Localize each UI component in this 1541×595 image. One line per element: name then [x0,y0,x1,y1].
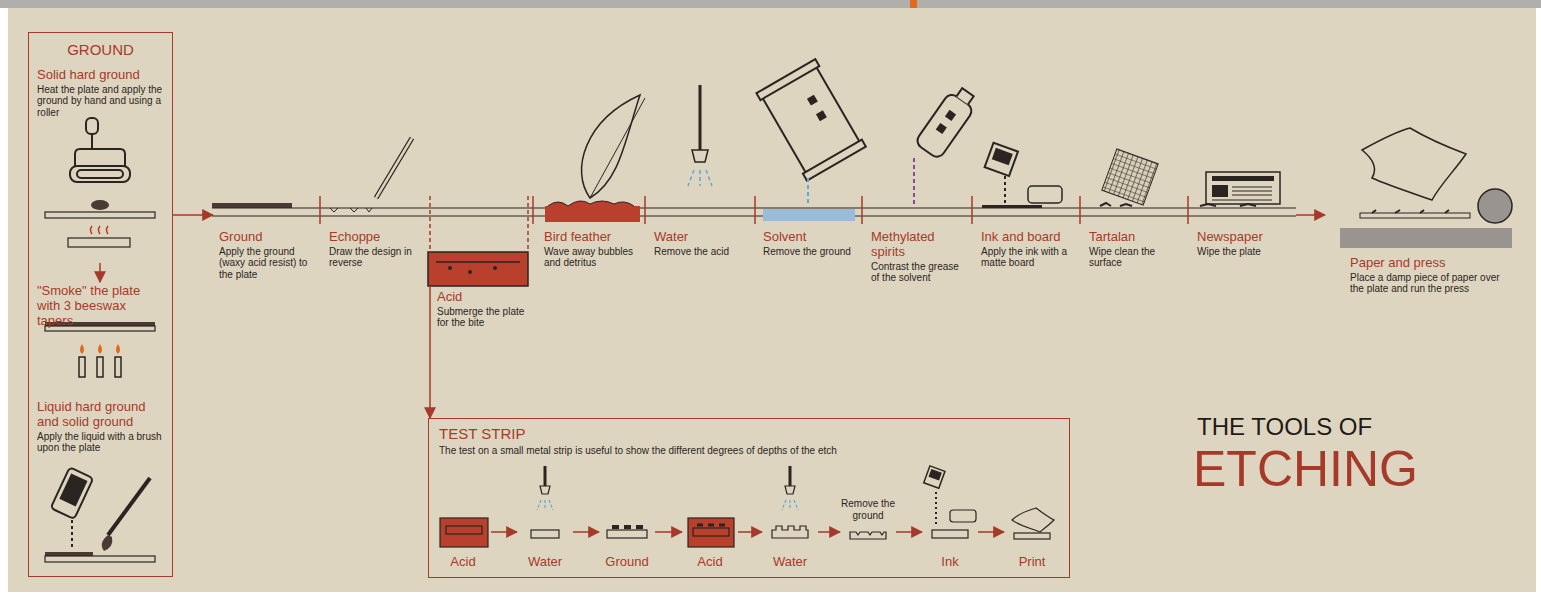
test-step: Water [762,462,818,570]
method-box: Liquid hard ground and solid groundApply… [33,398,168,573]
ground-panel: Solid hard groundHeat the plate and appl… [28,32,173,577]
background [8,8,1536,592]
step-description: Heat the plate and apply the ground by h… [37,84,164,119]
method-box: "Smoke" the plate with 3 beeswax tapers [33,282,168,382]
step-heading: Acid [437,290,529,305]
step-description: Apply the ink with a matte board [981,246,1075,269]
test-step: Ground [599,462,655,570]
top-mark [910,0,917,8]
flow-arrow [173,214,213,216]
flow-arrow [655,531,682,533]
method-box: Solid hard groundHeat the plate and appl… [33,66,168,263]
step-description: Remove the acid [654,246,748,258]
test-step: Water [517,462,573,570]
test-step: Remove the ground [840,462,896,570]
flow-arrow [818,531,840,533]
step-heading: Solid hard ground [37,68,164,83]
title: THE TOOLS OF [1197,413,1372,441]
step-description: Contrast the grease of the solvent [871,261,965,284]
step-description: Apply the ground (waxy acid resist) to t… [219,246,313,281]
process-step: EchoppeDraw the design in reverse [323,200,427,269]
flow-arrow [978,531,1004,533]
flow-arrow [738,531,762,533]
test-step: Ink [922,462,978,570]
step-heading: Ink [922,555,978,570]
flow-arrow [573,531,599,533]
title-word: ETCHING [1193,440,1418,498]
process-step: SolventRemove the ground [757,200,861,257]
step-heading: Newspaper [1197,230,1292,245]
step-heading: Ground [219,230,313,245]
step-heading: Print [1004,555,1060,570]
step-heading: Ink and board [981,230,1075,245]
test-step: Acid [682,462,738,570]
brush-drawing [45,467,155,562]
process-step: Ink and boardApply the ink with a matte … [975,200,1079,269]
echoppe-drawing [376,138,412,198]
top-bar [0,0,1541,8]
step-description: Draw the design in reverse [329,246,423,269]
flow-arrow [1296,214,1325,216]
flow-arrow [896,531,922,533]
process-step: Paper and pressPlace a damp piece of pap… [1325,200,1515,295]
step-heading: Methylated spirits [871,230,965,260]
flow-arrow [429,352,431,418]
roller-drawing [45,118,155,247]
process-step: TartalanWipe clean the surface [1083,200,1187,269]
tartalan-cloth [1100,149,1158,206]
process-step: Bird featherWave away bubbles and detrit… [538,200,642,269]
solvent-can [756,59,865,221]
spirits-bottle [914,84,980,205]
ink-board [982,143,1062,208]
process-step: Methylated spiritsContrast the grease of… [865,200,969,284]
process-step: WaterRemove the acid [648,200,752,257]
step-description: The test on a small metal strip is usefu… [439,445,1059,457]
plate-line [212,196,1296,250]
test-strip-panel: Acid Water Ground Acid Water Remove the groun… [428,418,1070,578]
flow-arrow [491,531,517,533]
step-heading: Acid [682,555,738,570]
step-heading: GROUND [33,41,168,59]
press-drawing [1340,128,1512,248]
step-description: Apply the liquid with a brush upon the p… [37,431,164,454]
step-description: Remove the ground [763,246,857,258]
test-step: Acid [435,462,491,570]
process-step: NewspaperWipe the plate [1191,200,1296,257]
step-heading: Water [654,230,748,245]
acid-bath [428,252,528,352]
newspaper [1200,172,1280,206]
step-heading: Tartalan [1089,230,1183,245]
step-heading: "Smoke" the plate with 3 beeswax tapers [37,284,164,329]
step-heading: Solvent [763,230,857,245]
test-step: Print [1004,462,1060,570]
process-step: AcidSubmerge the plate for the bite [425,252,533,352]
water-nozzle [688,85,712,186]
step-description: Place a damp piece of paper over the pla… [1350,272,1511,295]
step-description: Wipe clean the surface [1089,246,1183,269]
step-heading: TEST STRIP [439,425,1059,443]
step-description: Submerge the plate for the bite [437,306,529,329]
step-description: Wave away bubbles and detritus [544,246,638,269]
step-heading: Paper and press [1350,256,1511,271]
tapers-drawing [45,322,155,377]
step-heading: Liquid hard ground and solid ground [37,400,164,430]
step-heading: Remove the ground [840,498,896,521]
step-heading: Echoppe [329,230,423,245]
step-heading: Bird feather [544,230,638,245]
step-description: Wipe the plate [1197,246,1292,258]
step-heading: Ground [599,555,655,570]
step-heading: Water [762,555,818,570]
flow-arrow [99,263,101,282]
feather-drawing [545,95,645,222]
test-strip-icons [440,466,1054,547]
step-heading: Water [517,555,573,570]
process-step: GroundApply the ground (waxy acid resist… [213,200,317,280]
step-heading: Acid [435,555,491,570]
